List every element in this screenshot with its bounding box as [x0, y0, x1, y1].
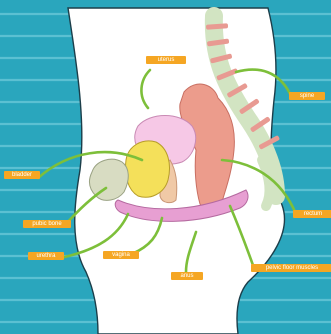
label-bladder: bladder — [4, 171, 40, 179]
label-uterus: uterus — [146, 56, 186, 64]
label-vagina: vagina — [103, 251, 139, 259]
label-pelvic-floor-muscles: pelvic floor muscles — [251, 264, 331, 272]
label-anus: anus — [171, 272, 203, 280]
bladder — [126, 141, 170, 197]
label-pubic-bone: pubic bone — [23, 220, 71, 228]
label-urethra: urethra — [28, 252, 64, 260]
label-rectum: rectum — [293, 210, 331, 218]
label-spine: spine — [289, 92, 325, 100]
